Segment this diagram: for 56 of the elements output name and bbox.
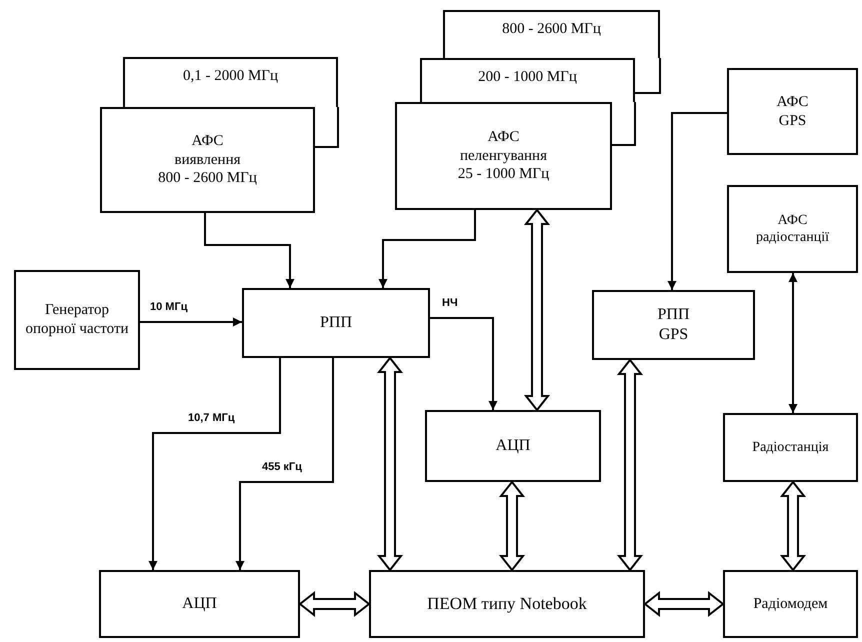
block-box	[14, 270, 140, 370]
block-text: виявлення	[174, 150, 240, 170]
block-box	[727, 68, 858, 155]
edge-label: 10,7 МГц	[188, 413, 235, 424]
block-box	[592, 290, 755, 360]
block-text: АФС	[776, 92, 808, 112]
edge-label: 10 МГц	[150, 302, 188, 313]
block-box	[425, 410, 601, 482]
block-text: РПП	[657, 305, 690, 325]
block-box	[369, 570, 645, 638]
block-box	[99, 570, 300, 638]
block-text: АЦП	[496, 436, 530, 456]
arrow	[236, 358, 334, 570]
double-arrow	[298, 590, 371, 618]
arrow	[378, 210, 476, 288]
block-text: ПЕОМ типу Notebook	[427, 593, 587, 615]
block-text: радіостанції	[756, 229, 830, 246]
edge-label: НЧ	[442, 298, 458, 309]
double-arrow	[616, 358, 644, 572]
block-text: РПП	[320, 313, 352, 333]
block-text: пеленгування	[460, 146, 547, 166]
double-arrow	[524, 208, 550, 412]
block-text: АФС	[192, 132, 224, 151]
block-text: 800 - 2600 МГц	[502, 20, 601, 39]
double-arrow	[643, 590, 725, 618]
block-box	[123, 57, 338, 107]
arrow	[148, 358, 281, 570]
block-text: 0,1 - 2000 МГц	[182, 67, 278, 86]
arrow	[204, 213, 294, 288]
block-text: 800 - 2600 МГц	[158, 169, 257, 188]
block-text: Радіомодем	[753, 594, 828, 614]
block-text: GPS	[658, 325, 688, 345]
block-box	[443, 10, 660, 58]
block-box	[723, 413, 858, 482]
double-arrow	[498, 480, 526, 572]
block-text: 200 - 1000 МГц	[478, 68, 577, 87]
block-text: 25 - 1000 МГц	[458, 165, 550, 184]
block-text: АФС	[778, 212, 808, 229]
block-box	[100, 107, 315, 213]
arrow	[668, 112, 727, 290]
block-text: АЦП	[182, 594, 217, 614]
arrow	[430, 317, 498, 410]
block-text: Генератор опорної частоти	[24, 301, 130, 339]
block-box	[395, 102, 612, 210]
block-box	[242, 288, 430, 358]
double-arrow	[376, 356, 404, 572]
arrow	[140, 318, 242, 326]
block-text: GPS	[778, 112, 806, 130]
double-arrow	[780, 480, 806, 572]
block-text: Радіостанція	[752, 438, 829, 456]
arrow	[788, 273, 798, 413]
block-box	[723, 570, 858, 638]
block-text: АФС	[488, 128, 520, 147]
block-box	[420, 58, 635, 102]
edge-label: 455 кГц	[262, 462, 302, 473]
block-box	[727, 185, 858, 273]
